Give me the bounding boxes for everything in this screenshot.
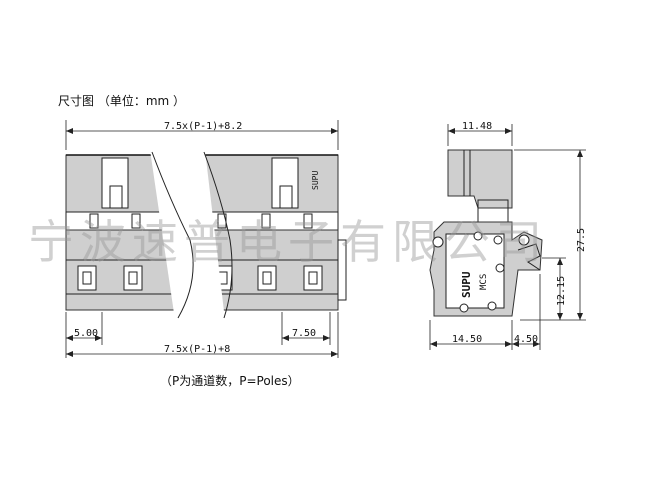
front-dimensions: 7.5x(P-1)+8.2 5.00 7.50 7.5x(P-1)+8 (65, 120, 339, 358)
dim-side-bottom-left: 14.50 (452, 334, 482, 345)
side-upper-plug (447, 149, 513, 209)
dim-left-offset: 5.00 (74, 328, 98, 339)
side-view: SUPU MCS (429, 149, 543, 317)
side-model: MCS (479, 274, 489, 290)
dim-top-width: 7.5x(P-1)+8.2 (164, 121, 242, 132)
dim-pitch: 7.50 (292, 328, 316, 339)
screw-heads (432, 231, 530, 313)
side-dimensions: 11.48 27.5 12.15 14.50 4.50 (429, 121, 587, 350)
dim-side-top-width: 11.48 (462, 121, 492, 132)
drawing-title: 尺寸图 （单位：mm ） (58, 94, 186, 108)
poles-caption: （P为通道数，P=Poles） (160, 374, 300, 388)
pin-slots (89, 213, 313, 229)
side-logo: SUPU (460, 271, 473, 298)
dim-side-height: 27.5 (576, 228, 587, 252)
dim-bottom-width: 7.5x(P-1)+8 (164, 344, 230, 355)
dim-side-bottom-right: 4.50 (514, 334, 538, 345)
front-logo: SUPU (311, 171, 320, 190)
latch-tab (101, 157, 129, 209)
side-panel (445, 233, 505, 309)
dim-side-inner-height: 12.15 (556, 276, 567, 306)
front-view: SUPU (65, 150, 347, 320)
latch-tab (271, 157, 299, 209)
